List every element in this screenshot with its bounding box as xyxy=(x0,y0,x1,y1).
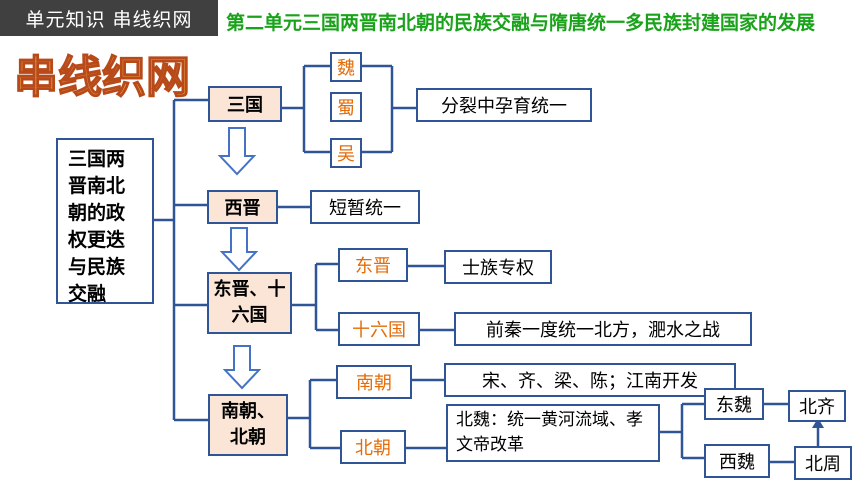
note-dongjin: 士族专权 xyxy=(444,250,552,284)
node-shu: 蜀 xyxy=(330,92,362,122)
brand-logo: 串线织网 xyxy=(14,51,191,104)
node-dongwei: 东魏 xyxy=(704,388,764,420)
node-beichao: 北朝 xyxy=(340,430,406,464)
node-xiwei: 西魏 xyxy=(704,444,770,478)
down-arrow-icon xyxy=(217,127,257,176)
note-sanguo: 分裂中孕育统一 xyxy=(416,88,592,122)
note-nanchao: 宋、齐、梁、陈；江南开发 xyxy=(444,363,736,397)
node-shiliuguo: 十六国 xyxy=(338,312,420,346)
down-arrow-icon xyxy=(219,227,259,272)
node-sanguo: 三国 xyxy=(208,86,282,122)
note-shiliuguo: 前秦一度统一北方，淝水之战 xyxy=(454,312,752,346)
note-xijin: 短暂统一 xyxy=(310,190,420,224)
node-beiqi: 北齐 xyxy=(788,390,846,422)
node-xijin: 西晋 xyxy=(207,190,278,224)
header-badge: 单元知识 串线织网 xyxy=(0,0,218,36)
note-beichao: 北魏：统一黄河流域、孝文帝改革 xyxy=(446,404,660,462)
down-arrow-icon xyxy=(222,345,262,390)
node-dongjin: 东晋 xyxy=(338,248,408,282)
svg-text:串线织网: 串线织网 xyxy=(14,52,190,103)
node-wu: 吴 xyxy=(330,138,362,168)
root-node: 三国两晋南北朝的政权更迭与民族交融 xyxy=(56,138,154,305)
header-title: 第二单元三国两晋南北朝的民族交融与隋唐统一多民族封建国家的发展 xyxy=(226,12,816,34)
node-beizhou: 北周 xyxy=(794,446,852,480)
node-nanchao: 南朝 xyxy=(336,365,412,399)
node-wei: 魏 xyxy=(330,52,362,82)
node-dongjin-shiliuguo: 东晋、十六国 xyxy=(207,272,292,334)
node-nanbeichao: 南朝、北朝 xyxy=(208,394,288,456)
